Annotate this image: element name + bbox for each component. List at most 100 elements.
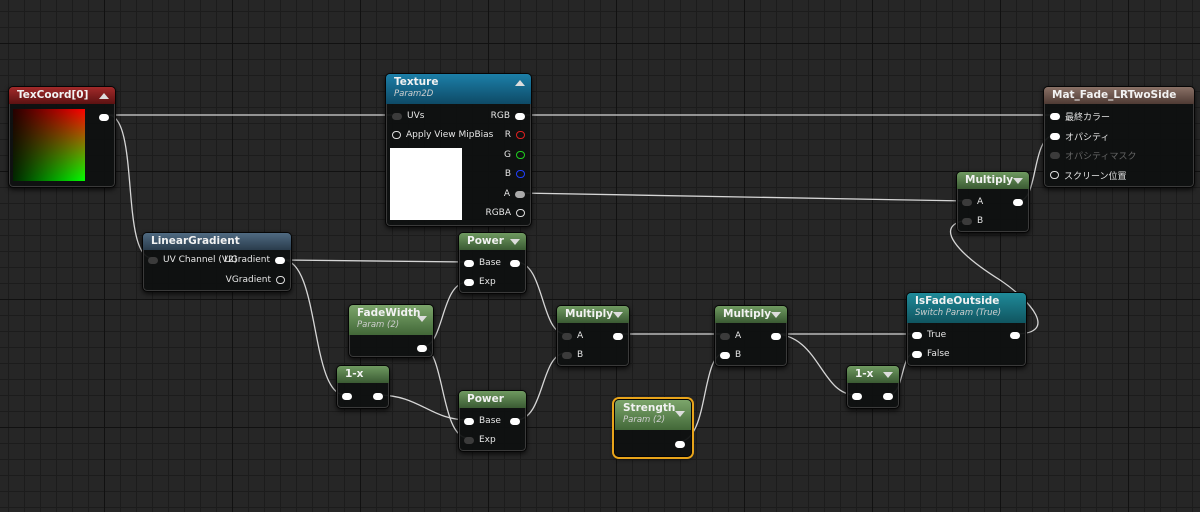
pin-connector-icon[interactable] <box>516 209 525 217</box>
material-pin-opacity-mask[interactable]: オパシティマスク <box>1050 149 1136 162</box>
texture-pin-uvs[interactable]: UVs <box>392 110 424 122</box>
one-minus-header[interactable]: 1-x <box>847 366 899 383</box>
pin-connector-icon[interactable] <box>613 332 623 340</box>
pin-connector-icon[interactable] <box>852 392 862 400</box>
linear-gradient-pin-uv[interactable]: UV Channel (V2) <box>148 254 237 266</box>
multiply-node-3[interactable]: Multiply A B <box>956 171 1030 233</box>
power-header[interactable]: Power <box>459 233 526 250</box>
linear-gradient-pin-vgradient[interactable]: VGradient <box>226 274 285 286</box>
texture-pin-r[interactable]: R <box>505 129 525 141</box>
pin-connector-icon[interactable] <box>392 112 402 120</box>
pin-connector-icon[interactable] <box>392 131 401 139</box>
texture-pin-b[interactable]: B <box>505 168 525 180</box>
multiply-node-2[interactable]: Multiply A B <box>714 305 788 367</box>
pin-connector-icon[interactable] <box>510 259 520 267</box>
pin-connector-icon[interactable] <box>912 350 922 358</box>
triangle-down-icon[interactable] <box>613 312 623 318</box>
power-output-pin[interactable] <box>510 415 520 427</box>
pin-connector-icon[interactable] <box>373 392 383 400</box>
triangle-up-icon[interactable] <box>99 93 109 99</box>
is-fade-outside-output-pin[interactable] <box>1010 329 1020 341</box>
power-pin-base[interactable]: Base <box>464 257 501 269</box>
is-fade-outside-pin-false[interactable]: False <box>912 348 950 360</box>
pin-connector-icon[interactable] <box>516 170 525 178</box>
one-minus-input-pin[interactable] <box>342 390 352 402</box>
linear-gradient-node[interactable]: LinearGradient UV Channel (V2) UGradient… <box>142 232 292 292</box>
one-minus-node-2[interactable]: 1-x <box>846 365 900 409</box>
power-pin-base[interactable]: Base <box>464 415 501 427</box>
multiply-pin-b[interactable]: B <box>720 349 741 361</box>
material-result-node[interactable]: Mat_Fade_LRTwoSide 最終カラー オパシティ オパシティマスク … <box>1043 86 1195 188</box>
texture-node[interactable]: Texture Param2D UVs Apply View MipBias R… <box>385 73 532 227</box>
pin-connector-icon[interactable] <box>1010 331 1020 339</box>
material-pin-opacity[interactable]: オパシティ <box>1050 130 1109 143</box>
pin-connector-icon[interactable] <box>720 351 730 359</box>
texture-header[interactable]: Texture Param2D <box>386 74 531 104</box>
linear-gradient-header[interactable]: LinearGradient <box>143 233 291 250</box>
pin-connector-icon[interactable] <box>1050 171 1059 179</box>
material-header[interactable]: Mat_Fade_LRTwoSide <box>1044 87 1194 104</box>
pin-connector-icon[interactable] <box>417 344 427 352</box>
fadewidth-output-pin[interactable] <box>417 342 427 354</box>
pin-connector-icon[interactable] <box>464 436 474 444</box>
pin-connector-icon[interactable] <box>515 112 525 120</box>
triangle-down-icon[interactable] <box>771 312 781 318</box>
pin-connector-icon[interactable] <box>275 256 285 264</box>
pin-connector-icon[interactable] <box>510 417 520 425</box>
strength-header[interactable]: Strength Param (2) <box>615 400 691 430</box>
texture-pin-g[interactable]: G <box>504 149 525 161</box>
pin-connector-icon[interactable] <box>99 113 109 121</box>
texture-pin-rgb[interactable]: RGB <box>491 110 525 122</box>
pin-connector-icon[interactable] <box>464 278 474 286</box>
texcoord-node[interactable]: TexCoord[0] <box>8 86 116 188</box>
multiply-pin-b[interactable]: B <box>562 349 583 361</box>
triangle-up-icon[interactable] <box>515 80 525 86</box>
texture-pin-rgba[interactable]: RGBA <box>485 207 525 219</box>
one-minus-header[interactable]: 1-x <box>337 366 389 383</box>
pin-connector-icon[interactable] <box>276 276 285 284</box>
linear-gradient-pin-ugradient[interactable]: UGradient <box>224 254 285 266</box>
material-pin-final-color[interactable]: 最終カラー <box>1050 110 1110 123</box>
power-pin-exp[interactable]: Exp <box>464 434 496 446</box>
is-fade-outside-header[interactable]: IsFadeOutside Switch Param (True) <box>907 293 1026 323</box>
fadewidth-node[interactable]: FadeWidth Param (2) <box>348 304 434 358</box>
is-fade-outside-node[interactable]: IsFadeOutside Switch Param (True) True F… <box>906 292 1027 367</box>
one-minus-input-pin[interactable] <box>852 390 862 402</box>
texcoord-output-pin[interactable] <box>99 111 109 123</box>
pin-connector-icon[interactable] <box>962 198 972 206</box>
multiply-output-pin[interactable] <box>771 330 781 342</box>
pin-connector-icon[interactable] <box>342 392 352 400</box>
triangle-down-icon[interactable] <box>675 411 685 417</box>
pin-connector-icon[interactable] <box>720 332 730 340</box>
multiply-output-pin[interactable] <box>613 330 623 342</box>
triangle-down-icon[interactable] <box>417 316 427 322</box>
pin-connector-icon[interactable] <box>1050 151 1060 159</box>
pin-connector-icon[interactable] <box>148 256 158 264</box>
pin-connector-icon[interactable] <box>516 131 525 139</box>
multiply-output-pin[interactable] <box>1013 196 1023 208</box>
pin-connector-icon[interactable] <box>464 259 474 267</box>
pin-connector-icon[interactable] <box>1050 112 1060 120</box>
multiply-node-1[interactable]: Multiply A B <box>556 305 630 367</box>
pin-connector-icon[interactable] <box>912 331 922 339</box>
pin-connector-icon[interactable] <box>516 151 525 159</box>
material-pin-screen-position[interactable]: スクリーン位置 <box>1050 169 1127 182</box>
power-header[interactable]: Power <box>459 391 526 408</box>
texture-pin-a[interactable]: A <box>504 188 525 200</box>
pin-connector-icon[interactable] <box>1013 198 1023 206</box>
pin-connector-icon[interactable] <box>562 351 572 359</box>
pin-connector-icon[interactable] <box>675 440 685 448</box>
multiply-pin-a[interactable]: A <box>962 196 983 208</box>
texcoord-header[interactable]: TexCoord[0] <box>9 87 115 104</box>
multiply-header[interactable]: Multiply <box>957 172 1029 189</box>
multiply-pin-a[interactable]: A <box>562 330 583 342</box>
pin-connector-icon[interactable] <box>962 217 972 225</box>
pin-connector-icon[interactable] <box>771 332 781 340</box>
pin-connector-icon[interactable] <box>883 392 893 400</box>
power-output-pin[interactable] <box>510 257 520 269</box>
pin-connector-icon[interactable] <box>1050 132 1060 140</box>
pin-connector-icon[interactable] <box>515 190 525 198</box>
strength-output-pin[interactable] <box>675 438 685 450</box>
multiply-header[interactable]: Multiply <box>715 306 787 323</box>
fadewidth-header[interactable]: FadeWidth Param (2) <box>349 305 433 335</box>
